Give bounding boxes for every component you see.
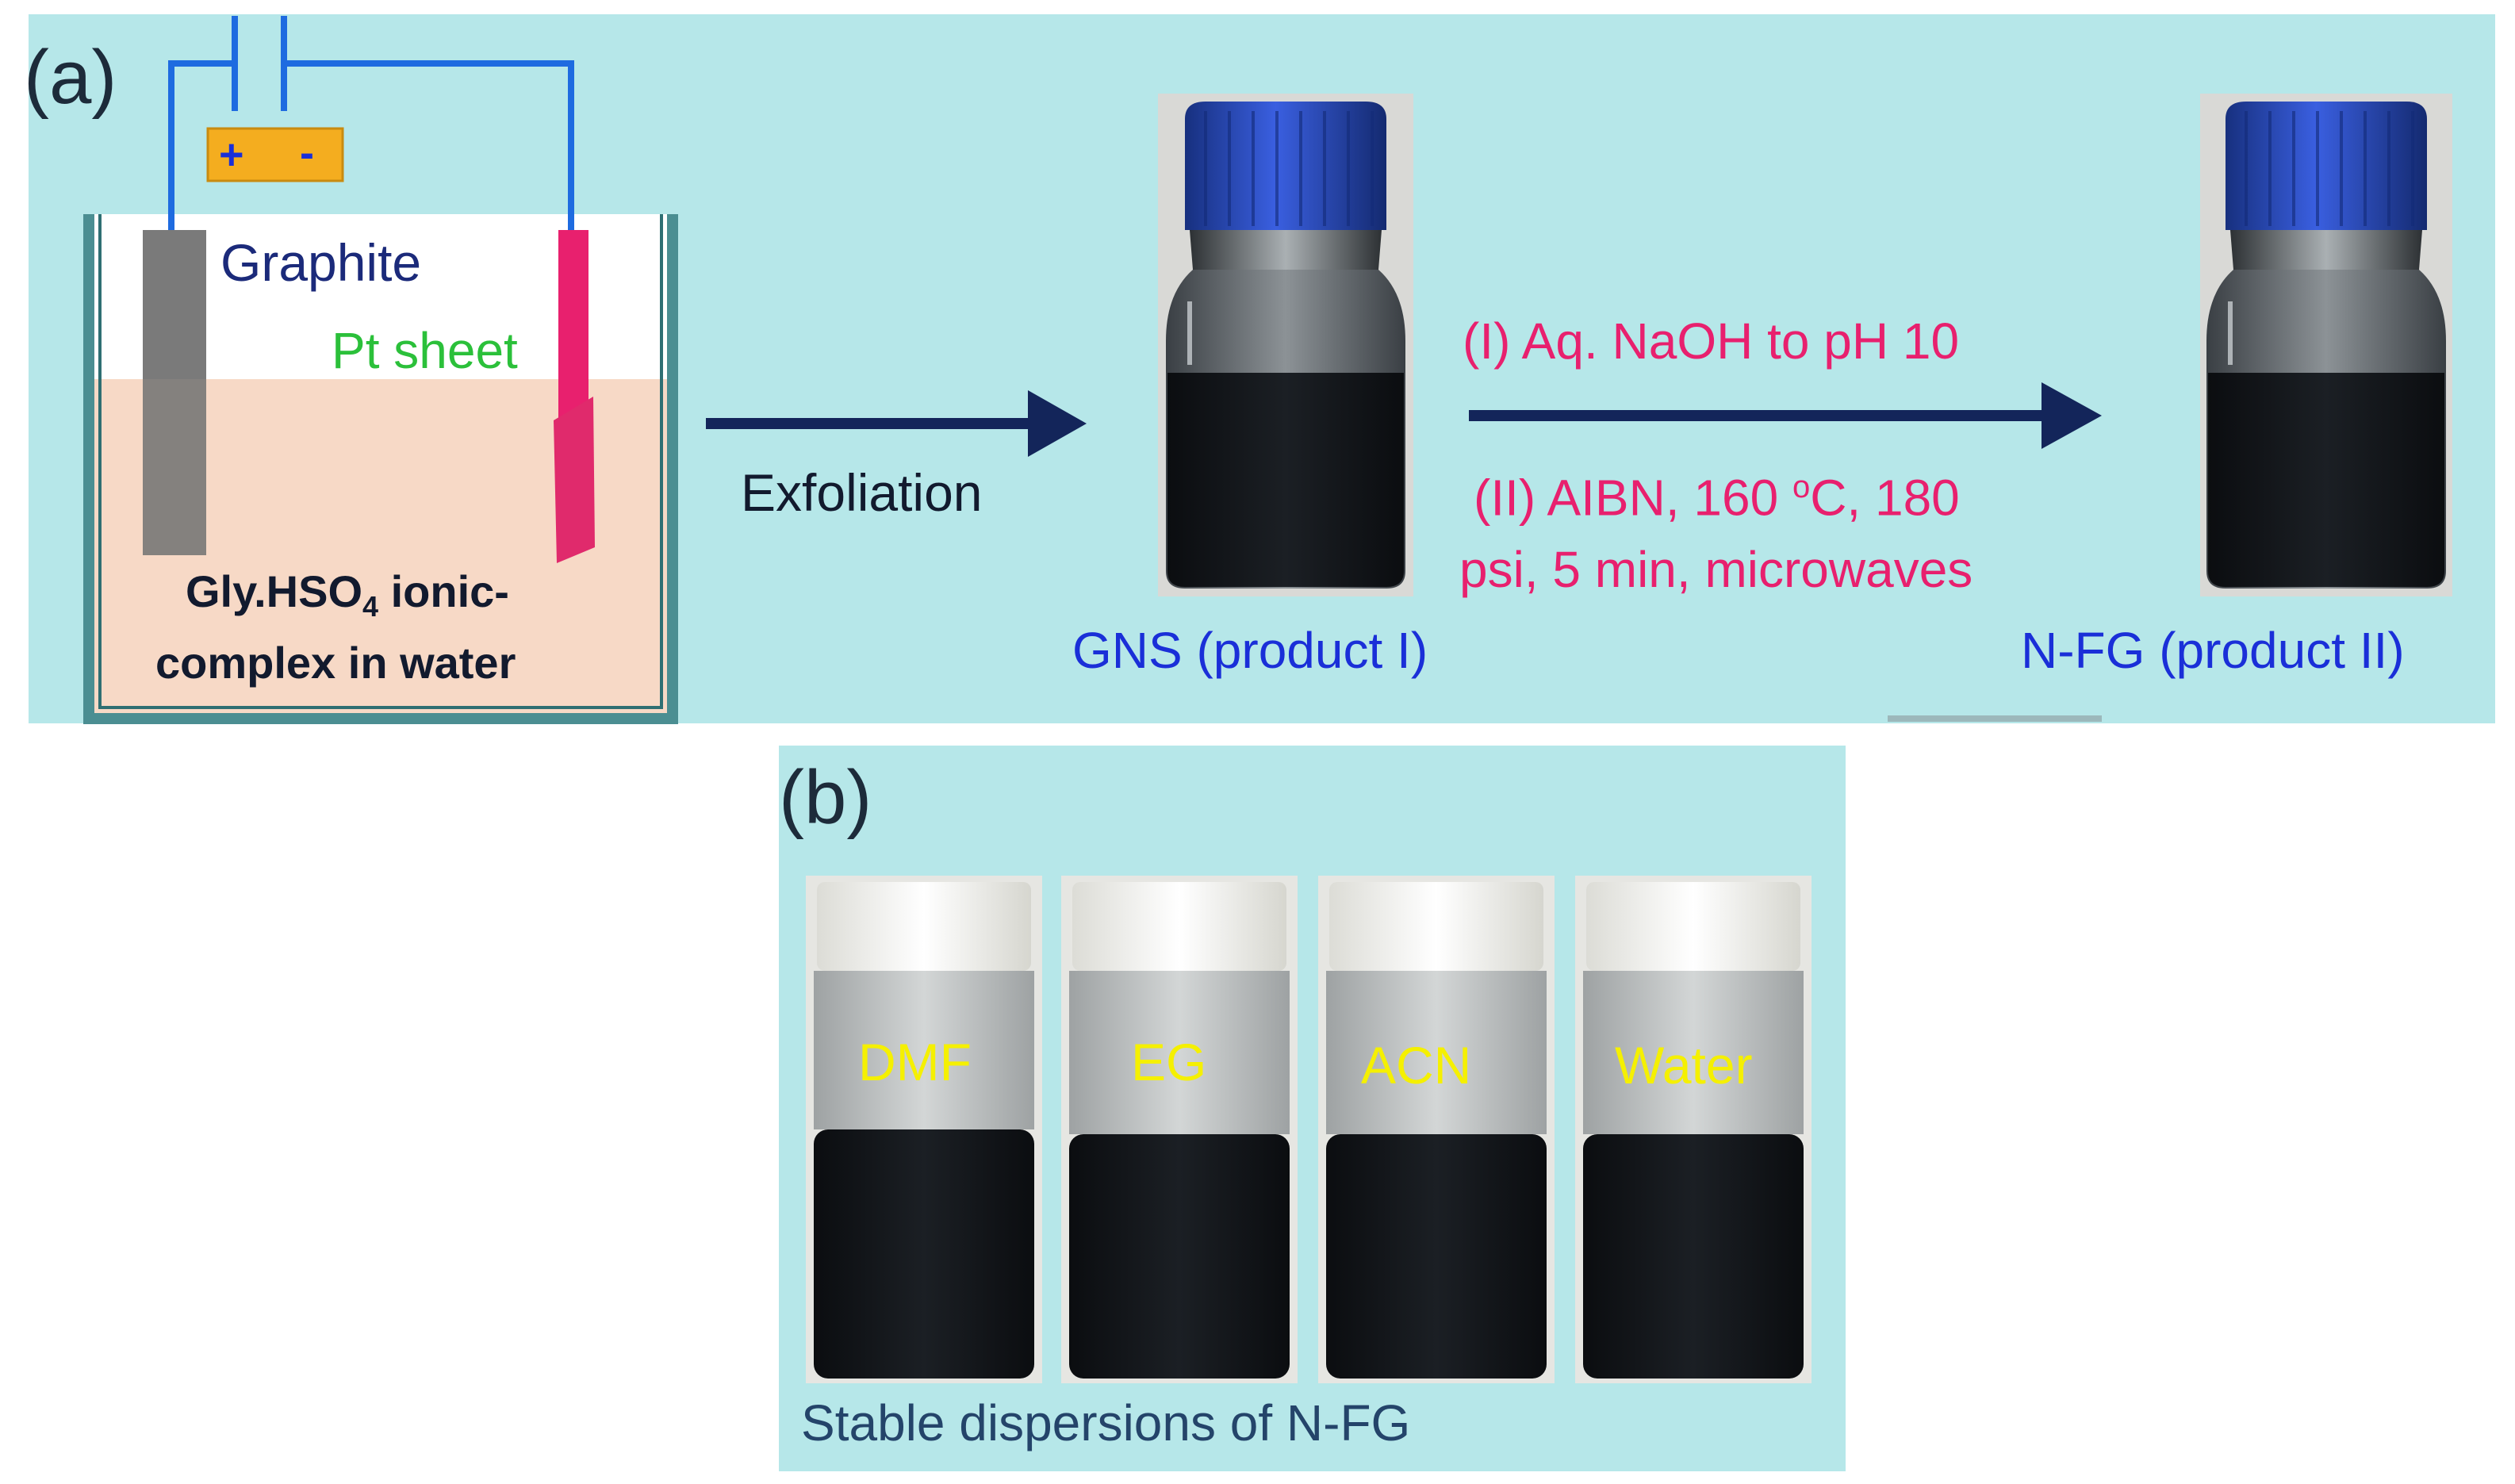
vial-acn-label: ACN [1361, 1036, 1472, 1095]
vial-dmf [806, 876, 1042, 1383]
pt-sheet-label: Pt sheet [332, 322, 518, 379]
battery-plus: + [219, 131, 244, 178]
pt-sheet [554, 397, 595, 563]
gns-bottle [1158, 94, 1413, 596]
electrolyte-label-line2: complex in water [155, 638, 516, 688]
panel-a-label: (a) [24, 35, 117, 120]
step2-line2: (II) AIBN, 160 oC, 180 [1474, 469, 1960, 527]
battery [206, 16, 344, 182]
functionalization-arrow [1469, 382, 2102, 449]
vial-dmf-label: DMF [858, 1033, 972, 1091]
electrolyte-label-line1: Gly.HSO4 ionic- [186, 566, 509, 623]
gns-product-label: GNS (product I) [1072, 622, 1428, 679]
exfoliation-arrow [706, 390, 1087, 457]
nfg-bottle [2200, 94, 2452, 596]
panel-b-label: (b) [779, 755, 872, 840]
step2-line3: psi, 5 min, microwaves [1459, 541, 1973, 598]
exfoliation-label: Exfoliation [741, 463, 983, 522]
vial-water-label: Water [1615, 1036, 1753, 1095]
nfg-product-label: N-FG (product II) [2021, 622, 2405, 679]
panel-b-caption: Stable dispersions of N-FG [801, 1394, 1411, 1451]
step2-line1: (I) Aq. NaOH to pH 10 [1463, 313, 1960, 370]
vial-water [1575, 876, 1811, 1383]
graphite-label: Graphite [220, 233, 422, 292]
pt-electrode [558, 230, 588, 420]
battery-minus: - [300, 129, 314, 177]
vial-eg-label: EG [1131, 1033, 1207, 1091]
vial-acn [1318, 876, 1555, 1383]
vial-eg [1061, 876, 1298, 1383]
